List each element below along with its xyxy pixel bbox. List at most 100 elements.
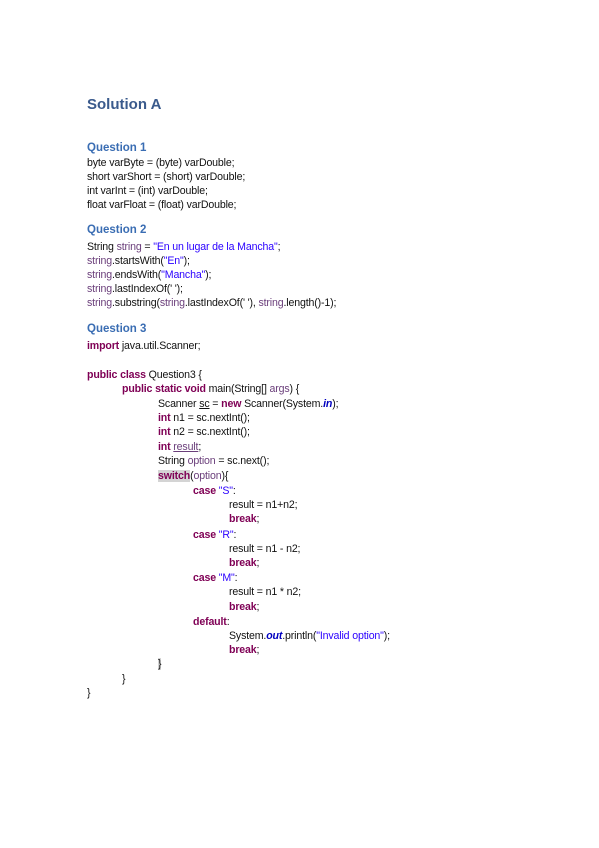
code-token: string (87, 283, 113, 295)
code-token: .substring( (112, 297, 160, 309)
code-token: args (269, 383, 290, 395)
q3-close-switch: } (158, 657, 162, 671)
code-token: System. (229, 630, 267, 642)
code-token: ); (205, 269, 212, 281)
keyword: int (158, 426, 171, 438)
q3-case-s-line: case "S": (193, 484, 236, 498)
code-token: String (158, 455, 188, 467)
code-token: main(String[] (205, 383, 270, 395)
keyword: import (87, 340, 120, 352)
code-token: result = n1+n2; (229, 499, 298, 511)
q3-result-line: int result; (158, 440, 201, 454)
q3-case-r-line: case "R": (193, 528, 236, 542)
q1-line-2: short varShort = (short) varDouble; (87, 171, 246, 183)
code-token: = (209, 398, 222, 410)
code-token: .endsWith( (112, 269, 162, 281)
code-token: "Mancha" (161, 269, 206, 281)
code-token: .lastIndexOf(' '), (184, 297, 259, 309)
q3-println-line: System.out.println("Invalid option"); (229, 629, 390, 643)
code-token: "R" (218, 529, 234, 541)
q3-break-m-line: break; (229, 600, 259, 614)
q1-line-4: float varFloat = (float) varDouble; (87, 199, 237, 211)
code-token: = (141, 241, 154, 253)
q3-scanner-line: Scanner sc = new Scanner(System.in); (158, 397, 339, 411)
code-token: Question3 { (145, 369, 202, 381)
code-token: = (215, 455, 228, 467)
code-token: string (258, 297, 284, 309)
code-token: out (266, 630, 283, 642)
q1-line-3: int varInt = (int) varDouble; (87, 185, 208, 197)
code-token: .nextInt(); (206, 426, 250, 438)
question-1-heading: Question 1 (87, 142, 147, 154)
keyword: break (229, 513, 257, 525)
code-token: .println( (282, 630, 317, 642)
code-token: ; (277, 241, 281, 253)
q3-option-line: String option = sc.next(); (158, 454, 269, 468)
q3-n1-line: int n1 = sc.nextInt(); (158, 411, 250, 425)
q3-n2-line: int n2 = sc.nextInt(); (158, 425, 250, 439)
code-token: result = n1 * n2; (229, 586, 301, 598)
code-token: .next(); (237, 455, 270, 467)
code-token: option (187, 455, 216, 467)
code-token: Scanner (158, 398, 200, 410)
code-token: sc (196, 426, 207, 438)
q2-line-5: string.substring(string.lastIndexOf(' ')… (87, 296, 336, 310)
code-token: n1 = (170, 412, 197, 424)
code-token: } (158, 658, 162, 670)
code-token: ){ (221, 470, 229, 482)
q3-result-m-line: result = n1 * n2; (229, 585, 301, 599)
code-token: ); (383, 630, 390, 642)
code-token: "Invalid option" (316, 630, 384, 642)
code-token: String (87, 241, 117, 253)
q2-line-3: string.endsWith("Mancha"); (87, 268, 211, 282)
keyword: break (229, 601, 257, 613)
code-token: : (233, 529, 237, 541)
question-2-heading: Question 2 (87, 224, 147, 236)
code-token: "M" (218, 572, 235, 584)
code-token: sc (199, 398, 210, 410)
q2-line-1: String string = "En un lugar de la Manch… (87, 240, 281, 254)
keyword: switch (158, 470, 191, 482)
q2-line-4: string.lastIndexOf(' '); (87, 282, 183, 296)
code-token: ; (256, 601, 260, 613)
code-token: string (87, 269, 113, 281)
code-token: result (173, 441, 199, 453)
q3-break-s-line: break; (229, 512, 259, 526)
code-token: Scanner(System. (241, 398, 324, 410)
code-token: .startsWith( (112, 255, 164, 267)
q3-close-main: } (122, 673, 126, 685)
code-token: ); (183, 255, 190, 267)
keyword: break (229, 644, 257, 656)
keyword: public static void (122, 383, 206, 395)
keyword: case (193, 529, 216, 541)
q3-break-r-line: break; (229, 556, 259, 570)
code-token: ; (256, 644, 260, 656)
q3-result-r-line: result = n1 - n2; (229, 542, 301, 556)
code-token: .lastIndexOf(' '); (112, 283, 183, 295)
q3-break-default-line: break; (229, 643, 259, 657)
code-token: in (323, 398, 333, 410)
code-token: : (232, 485, 236, 497)
code-token: ; (198, 441, 202, 453)
keyword: case (193, 485, 216, 497)
code-token: java.util.Scanner; (119, 340, 201, 352)
code-token: string (87, 297, 113, 309)
keyword: default (193, 616, 227, 628)
q3-result-s-line: result = n1+n2; (229, 498, 298, 512)
q3-case-m-line: case "M": (193, 571, 238, 585)
code-token: ( (190, 470, 194, 482)
q3-default-line: default: (193, 615, 230, 629)
code-token: ; (256, 557, 260, 569)
code-token: "En" (163, 255, 184, 267)
code-token: result = n1 - n2; (229, 543, 301, 555)
q1-line-1: byte varByte = (byte) varDouble; (87, 157, 235, 169)
keyword: break (229, 557, 257, 569)
code-token: string (159, 297, 185, 309)
keyword: case (193, 572, 216, 584)
code-token: string (87, 255, 113, 267)
code-token: n2 = (170, 426, 197, 438)
code-token: ) { (289, 383, 300, 395)
code-token: : (234, 572, 238, 584)
code-token: .nextInt(); (206, 412, 250, 424)
